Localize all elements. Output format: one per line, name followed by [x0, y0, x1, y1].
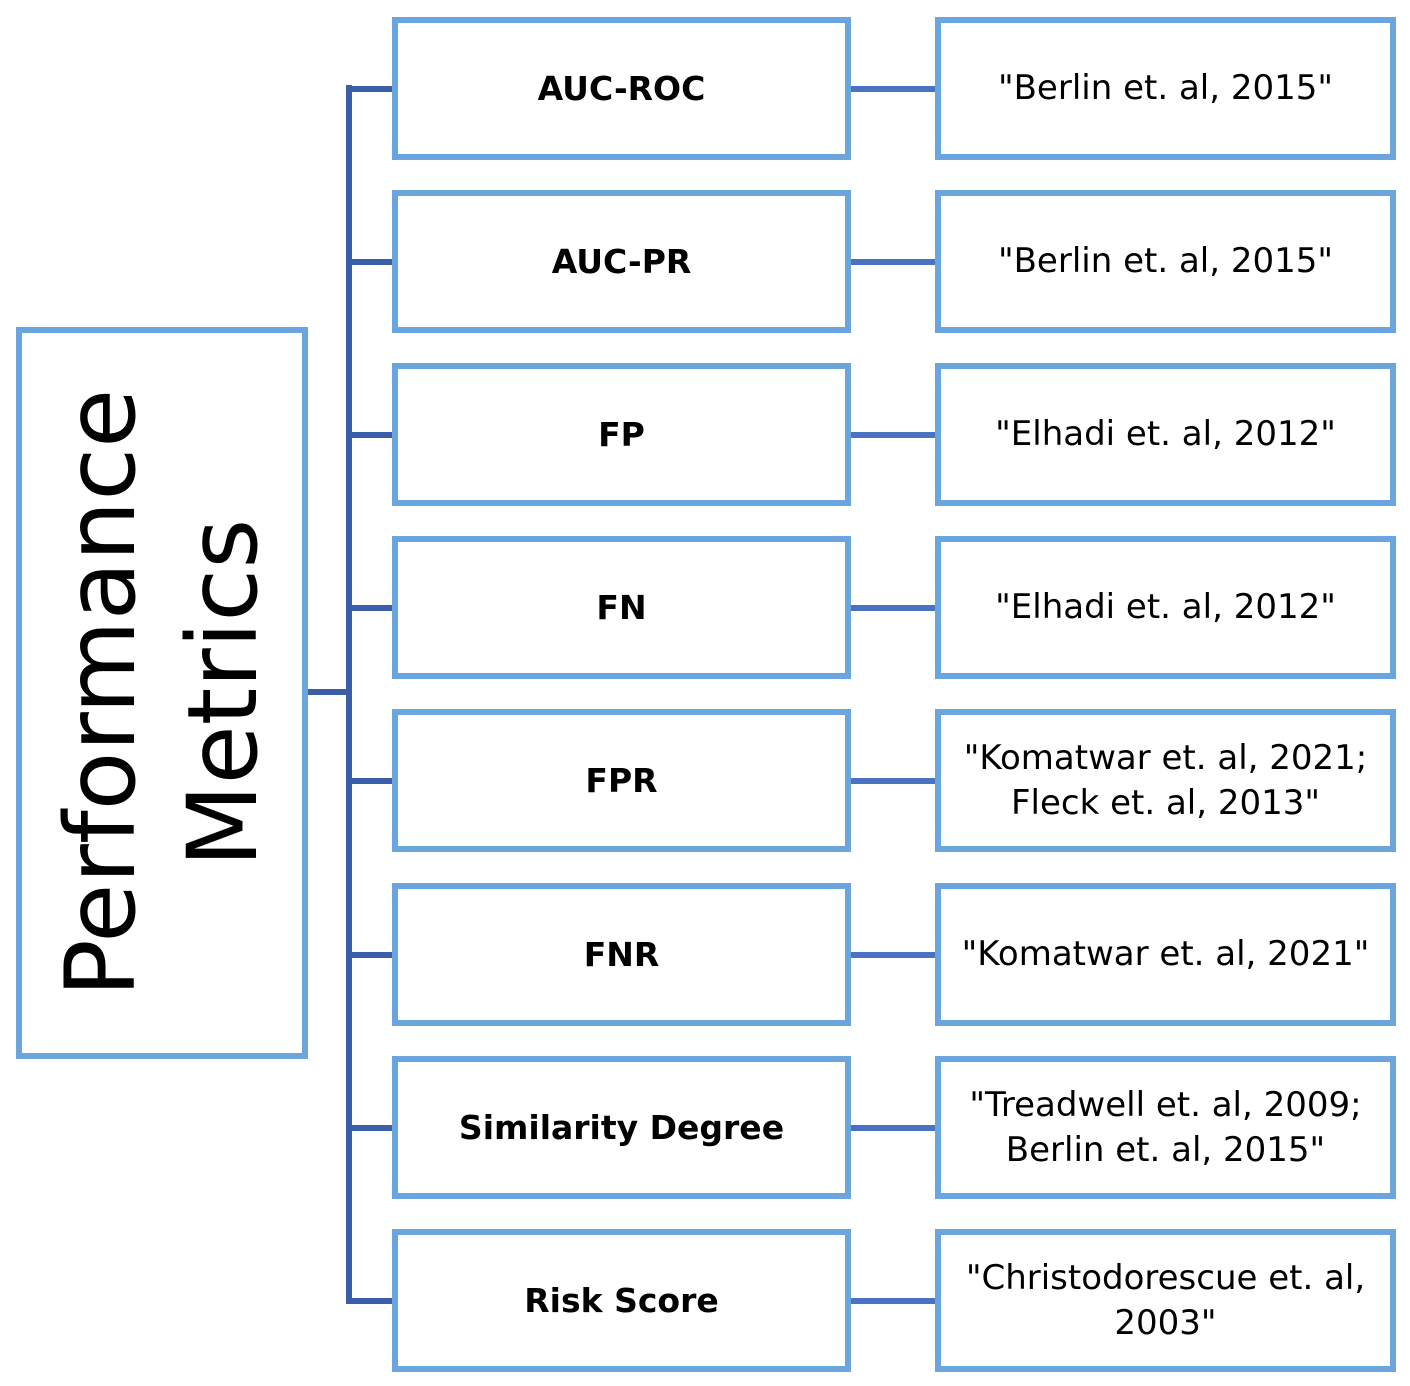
reference-node: "Elhadi et. al, 2012"	[935, 363, 1396, 506]
metric-label: FP	[598, 415, 645, 454]
reference-label: "Elhadi et. al, 2012"	[995, 587, 1336, 627]
reference-node: "Berlin et. al, 2015"	[935, 17, 1396, 160]
reference-link	[849, 1298, 939, 1304]
reference-label: "Komatwar et. al, 2021; Fleck et. al, 20…	[963, 737, 1368, 823]
metric-node: FN	[392, 536, 851, 679]
metric-label: Risk Score	[524, 1281, 719, 1320]
reference-label: "Berlin et. al, 2015"	[997, 241, 1334, 281]
metric-node: FNR	[392, 883, 851, 1026]
branch-connector	[346, 432, 396, 438]
reference-link	[849, 952, 939, 958]
root-label: Performance Metrics	[45, 388, 279, 998]
metric-node: FPR	[392, 709, 851, 852]
reference-node: "Elhadi et. al, 2012"	[935, 536, 1396, 679]
branch-connector	[346, 952, 396, 958]
reference-link	[849, 259, 939, 265]
reference-node: "Berlin et. al, 2015"	[935, 190, 1396, 333]
metric-label: Similarity Degree	[458, 1108, 785, 1147]
metric-node: Similarity Degree	[392, 1056, 851, 1199]
metric-node: AUC-PR	[392, 190, 851, 333]
metric-label: FN	[596, 588, 647, 627]
reference-node: "Komatwar et. al, 2021"	[935, 883, 1396, 1026]
branch-connector	[346, 86, 396, 92]
metric-label: AUC-ROC	[537, 69, 706, 108]
branch-connector	[346, 1298, 396, 1304]
reference-node: "Treadwell et. al, 2009; Berlin et. al, …	[935, 1056, 1396, 1199]
metric-node: AUC-ROC	[392, 17, 851, 160]
reference-node: "Christodorescue et. al, 2003"	[935, 1229, 1396, 1372]
reference-label: "Treadwell et. al, 2009; Berlin et. al, …	[969, 1084, 1362, 1170]
metric-label: AUC-PR	[551, 242, 692, 281]
metric-node: FP	[392, 363, 851, 506]
reference-link	[849, 605, 939, 611]
branch-connector	[346, 1125, 396, 1131]
reference-label: "Komatwar et. al, 2021"	[961, 934, 1370, 974]
reference-node: "Komatwar et. al, 2021; Fleck et. al, 20…	[935, 709, 1396, 852]
metric-label: FPR	[585, 761, 658, 800]
root-node: Performance Metrics	[16, 327, 308, 1059]
metric-node: Risk Score	[392, 1229, 851, 1372]
reference-link	[849, 778, 939, 784]
branch-connector	[346, 259, 396, 265]
reference-label: "Elhadi et. al, 2012"	[995, 414, 1336, 454]
reference-label: "Berlin et. al, 2015"	[997, 68, 1334, 108]
reference-link	[849, 1125, 939, 1131]
reference-link	[849, 86, 939, 92]
metric-label: FNR	[583, 935, 660, 974]
reference-label: "Christodorescue et. al, 2003"	[965, 1257, 1366, 1343]
branch-connector	[346, 778, 396, 784]
root-connector	[305, 689, 352, 695]
reference-link	[849, 432, 939, 438]
branch-connector	[346, 605, 396, 611]
